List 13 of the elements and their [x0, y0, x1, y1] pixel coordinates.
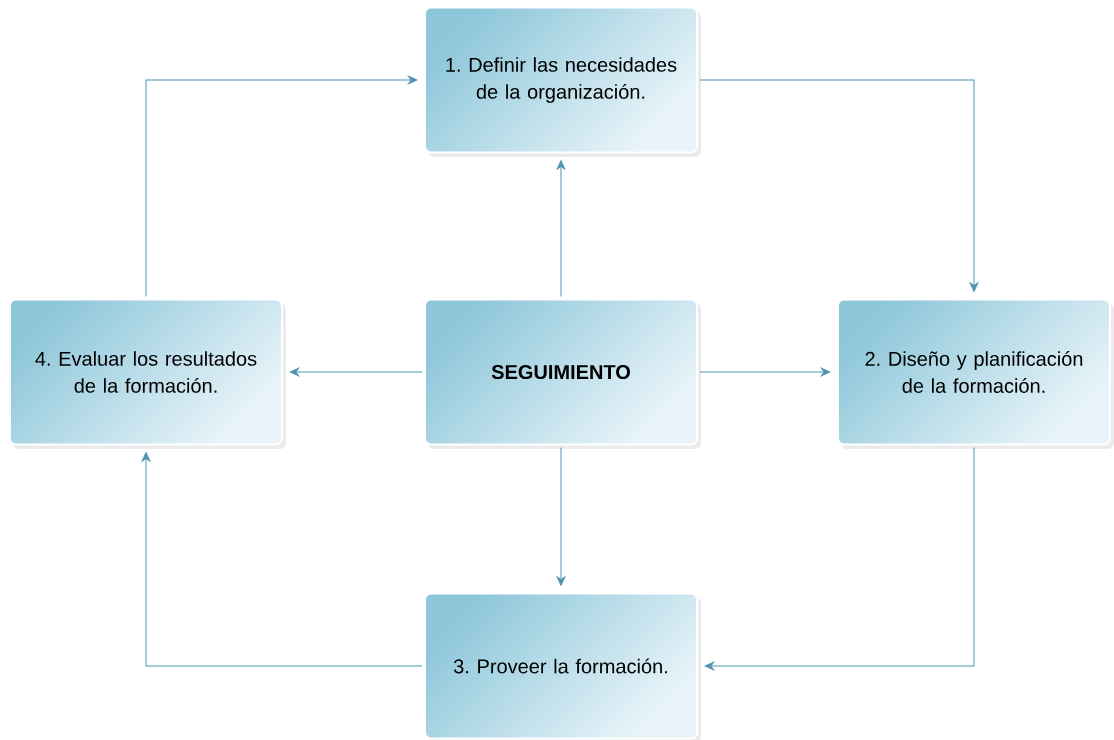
process-box: 3. Proveer la formación.: [424, 592, 698, 740]
process-box: SEGUIMIENTO: [424, 298, 698, 446]
process-box: 2. Diseño y planificación de la formación.: [837, 298, 1111, 446]
process-box: 4. Evaluar los resultados de la formación.: [9, 298, 283, 446]
arrow: [289, 367, 423, 377]
arrow: [145, 75, 418, 297]
process-box: 1. Definir las necesidades de la organización.: [424, 6, 698, 154]
arrow: [556, 447, 566, 586]
arrow: [699, 367, 831, 377]
arrow: [141, 452, 423, 667]
arrow: [556, 160, 566, 297]
arrow: [699, 79, 979, 292]
arrow: [704, 447, 975, 671]
